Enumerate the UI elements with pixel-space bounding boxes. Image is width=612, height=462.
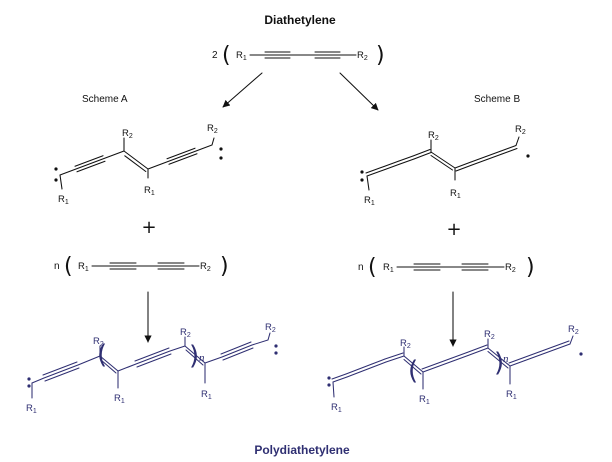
r2-label: R2 (357, 50, 368, 62)
polymer-a: ( ) n R2 R2 R2 R1 R1 R1 (26, 322, 278, 415)
arrow-to-scheme-b (339, 72, 379, 111)
r2-label: R2 (568, 324, 579, 336)
repeat-subscript: n (503, 353, 509, 365)
radical-dot (360, 178, 364, 182)
r2-label: R2 (200, 261, 211, 273)
radical-dot (526, 154, 530, 158)
arrow-to-scheme-a (222, 72, 263, 108)
r1-label: R1 (450, 188, 461, 200)
scheme-a-intermediate: R2 R2 R1 R1 (54, 123, 223, 206)
r1-label: R1 (58, 194, 69, 206)
r2-label: R2 (428, 130, 439, 142)
scheme-a-label: Scheme A (82, 94, 128, 105)
plus-sign-b: + (446, 219, 461, 240)
scheme-b-label: Scheme B (474, 94, 520, 105)
radical-dot (54, 178, 58, 182)
r1-label: R1 (364, 195, 375, 207)
r2-label: R2 (93, 336, 104, 348)
r2-label: R2 (180, 327, 191, 339)
polymer-b: ( ) n R2 R2 R2 R1 R1 R1 (327, 324, 583, 414)
bracket-left: ( (97, 340, 107, 370)
r2-label: R2 (484, 329, 495, 341)
scheme-b-intermediate: R2 R2 R1 R1 (360, 124, 530, 207)
r1-label: R1 (236, 50, 247, 62)
r1-label: R1 (144, 185, 155, 197)
n-coefficient: n (54, 261, 60, 272)
bracket-right: ) (494, 348, 504, 378)
n-monomer-a: n ( R1 R2 ) (54, 254, 229, 279)
r1-label: R1 (506, 389, 517, 401)
r2-label: R2 (505, 262, 516, 274)
paren-left: ( (368, 255, 377, 280)
r1-label: R1 (26, 403, 37, 415)
diagram-title: Diathetylene (264, 13, 336, 27)
radical-dot (360, 170, 364, 174)
r1-label: R1 (331, 402, 342, 414)
r1-label: R1 (419, 394, 430, 406)
paren-right: ) (220, 254, 229, 279)
paren-right: ) (376, 43, 385, 68)
r2-label: R2 (515, 124, 526, 136)
plus-sign-a: + (141, 217, 156, 238)
r1-label: R1 (383, 262, 394, 274)
radical-dot (54, 167, 58, 171)
repeat-subscript: n (199, 352, 205, 364)
r2-label: R2 (400, 338, 411, 350)
monomer-top: 2 ( R1 R2 ) (212, 43, 385, 68)
bracket-left: ( (408, 356, 418, 386)
radical-dot (219, 147, 223, 151)
r1-label: R1 (114, 393, 125, 405)
radical-dot (219, 156, 223, 160)
r1-label: R1 (78, 261, 89, 273)
n-monomer-b: n ( R1 R2 ) (358, 255, 535, 280)
r2-label: R2 (122, 128, 133, 140)
paren-left: ( (222, 43, 231, 68)
paren-left: ( (64, 254, 73, 279)
r2-label: R2 (265, 322, 276, 334)
r1-label: R1 (201, 389, 212, 401)
r2-label: R2 (207, 123, 218, 135)
paren-right: ) (526, 255, 535, 280)
monomer-coefficient: 2 (212, 50, 218, 61)
polymer-title: Polydiathetylene (254, 443, 350, 457)
bracket-right: ) (189, 341, 199, 371)
n-coefficient: n (358, 262, 364, 273)
